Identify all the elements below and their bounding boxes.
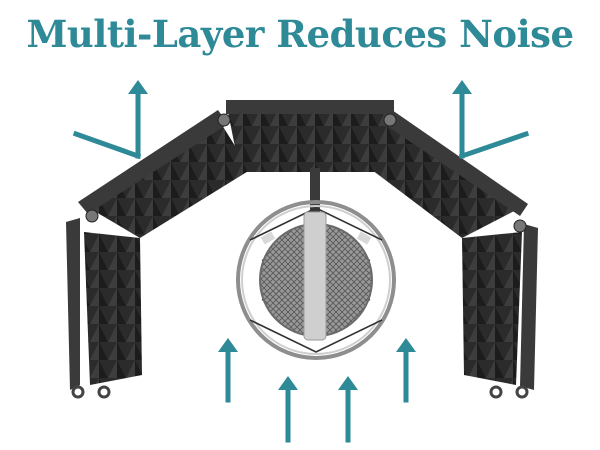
arrow-up-icon [218,338,238,403]
shock-mount-ring [236,200,396,360]
foam-panel-center [228,112,392,172]
foam-panel-right-diagonal [372,112,520,238]
arrow-up-icon [278,376,298,443]
arrow-up-icon [338,376,358,443]
acoustic-shield [66,100,538,399]
mic-body [303,211,327,341]
reflection-arrow-icon [72,80,148,160]
foam-panel-left-diagonal [84,125,250,238]
reflection-arrow-icon [452,80,530,160]
foam-panel-left [84,232,142,385]
arrow-up-icon [396,338,416,403]
microphone [236,200,396,360]
hinge-screw [217,113,231,127]
mount-arm [310,168,320,218]
headline: Multi-Layer Reduces Noise [26,12,574,56]
shield-feet [71,385,529,399]
sound-arrows [72,80,530,443]
shield-frame [66,218,80,390]
foam-panel-right [462,232,522,385]
